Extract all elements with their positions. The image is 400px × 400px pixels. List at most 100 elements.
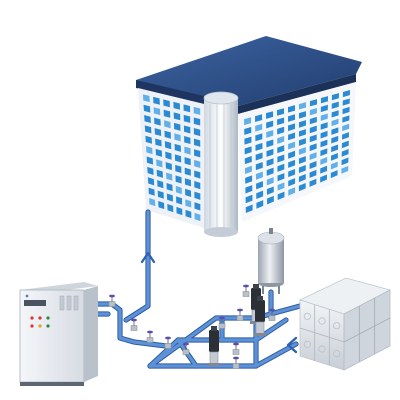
building-window	[183, 114, 191, 123]
building-window	[154, 117, 161, 126]
pump-base	[254, 333, 266, 336]
building-window	[163, 109, 171, 118]
valve-body	[218, 323, 226, 329]
building-window	[194, 149, 201, 158]
arrow-icon	[140, 251, 156, 264]
cabinet-button	[38, 324, 42, 328]
building-window	[331, 118, 339, 127]
building-window	[166, 172, 173, 181]
building-window	[164, 130, 171, 139]
pipe-segment	[148, 338, 180, 368]
building-window	[309, 143, 317, 152]
building-window	[184, 136, 191, 145]
valve-handle	[147, 330, 153, 334]
valve-icon	[218, 316, 226, 329]
building-window	[194, 170, 201, 179]
building-window	[298, 147, 306, 155]
valve-icon	[146, 330, 154, 343]
building-tower	[204, 98, 238, 232]
valve-icon	[108, 294, 116, 307]
building-window	[266, 120, 274, 129]
building-window	[156, 169, 163, 178]
roof-edge-right	[238, 74, 356, 114]
valve-body	[242, 291, 250, 297]
building-window	[277, 154, 285, 163]
pump-cap	[257, 296, 263, 301]
building-window	[175, 175, 182, 184]
tower-base	[204, 227, 238, 237]
building-window	[165, 162, 172, 171]
building-window	[245, 175, 253, 184]
building-window	[309, 99, 318, 107]
cabinet-vent	[73, 295, 79, 311]
building-window	[256, 200, 264, 209]
building-window	[166, 183, 173, 192]
building-window	[142, 94, 150, 103]
building-window	[266, 111, 274, 119]
tank-leg	[262, 282, 264, 294]
building-window	[288, 169, 296, 178]
building-window	[298, 129, 306, 137]
building-window	[166, 193, 173, 202]
valve-handle	[233, 356, 239, 360]
cabinet-buttons	[30, 316, 50, 328]
cabinet-vent	[59, 295, 65, 311]
building-window	[298, 102, 307, 110]
building-window	[320, 130, 328, 139]
building-window	[255, 123, 263, 132]
building-icon	[136, 36, 362, 237]
building-window	[165, 151, 172, 160]
tank-panel-dimple	[333, 350, 341, 358]
building-window	[193, 128, 201, 137]
building-window	[331, 93, 339, 101]
building-window	[174, 133, 181, 142]
building-windows-right	[244, 90, 350, 214]
building-window	[320, 157, 328, 165]
valve-body	[268, 315, 276, 321]
building-window	[320, 122, 328, 130]
building-window	[288, 132, 296, 141]
building-window	[342, 98, 350, 106]
building-window	[146, 146, 153, 155]
valve-icon	[242, 284, 250, 297]
building-window	[145, 135, 152, 144]
building-window	[155, 148, 163, 157]
building-window	[175, 185, 182, 195]
building-window	[175, 164, 182, 173]
flow-arrow-left	[286, 336, 298, 354]
building-window	[244, 165, 252, 174]
building-window	[342, 115, 350, 123]
tank-nozzle	[269, 228, 273, 234]
building-window	[288, 114, 296, 122]
valve-icon	[268, 308, 276, 321]
building-window	[277, 163, 285, 172]
building-window	[176, 196, 183, 205]
building-window	[277, 136, 285, 144]
building-window	[148, 187, 155, 196]
building-window	[183, 125, 191, 134]
water-tank-icon	[298, 277, 392, 371]
valve-body	[108, 301, 116, 307]
building-window	[255, 171, 263, 180]
valve-body	[232, 349, 240, 355]
tank-leg	[278, 282, 280, 294]
building-window	[320, 165, 328, 174]
flow-arrow-up	[140, 251, 156, 264]
valve-icon	[182, 342, 190, 355]
building-window	[185, 209, 192, 219]
control-cabinet-icon	[19, 282, 98, 386]
building-window	[309, 178, 317, 187]
cabinet-base	[20, 382, 84, 386]
building-window	[298, 165, 306, 174]
valve-icon	[236, 308, 244, 321]
building-window	[342, 123, 350, 132]
building-window	[277, 182, 285, 191]
tank-panel-seam	[343, 317, 391, 343]
building-window	[244, 146, 252, 155]
building-window	[331, 144, 339, 153]
pump-motor	[255, 300, 265, 322]
building-window	[255, 161, 263, 171]
building-window	[330, 153, 338, 161]
building-window	[255, 114, 263, 122]
cabinet-button	[46, 316, 50, 320]
